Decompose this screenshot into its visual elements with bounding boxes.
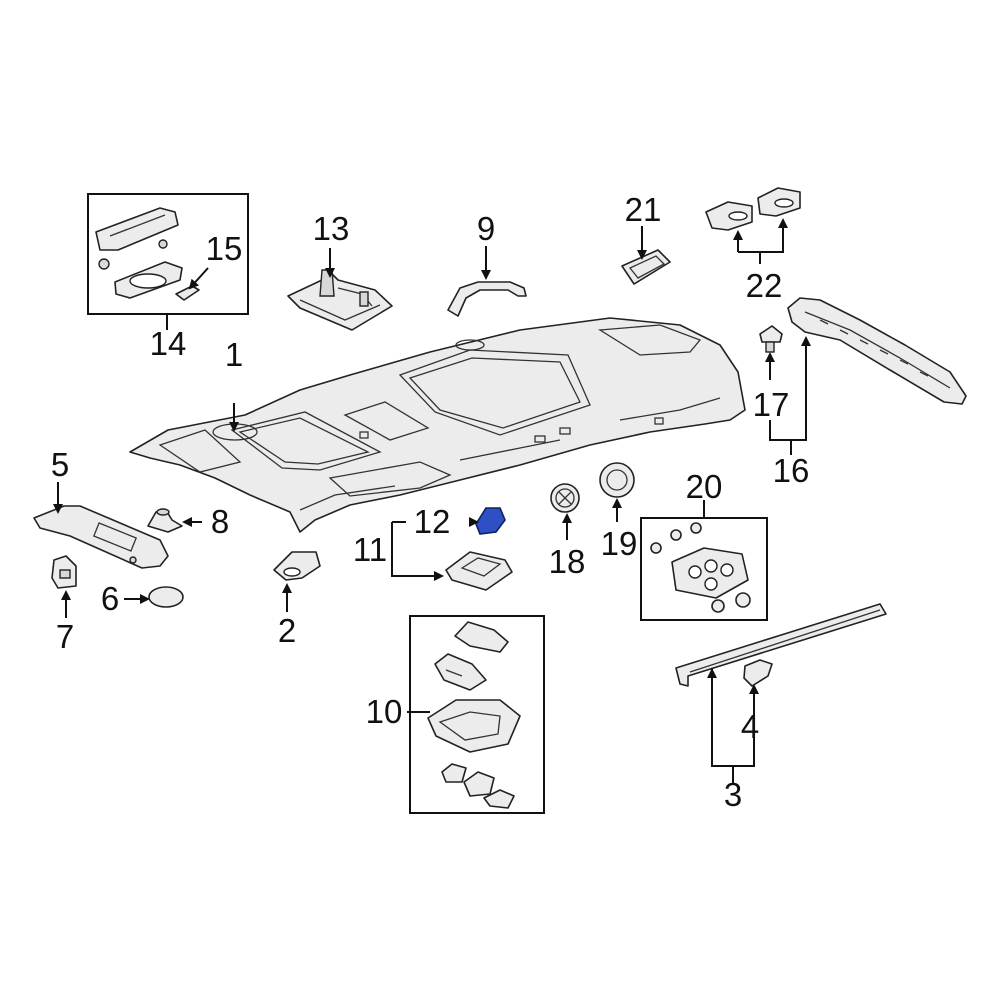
overhead-console-assembly-part[interactable] xyxy=(427,621,521,809)
side-rail-trim-part[interactable] xyxy=(787,297,967,405)
clip-4-part[interactable] xyxy=(743,659,773,687)
callout-3: 3 xyxy=(724,776,742,813)
plug-18-part[interactable] xyxy=(550,483,580,513)
grab-handle-assembly-part[interactable] xyxy=(95,207,183,299)
sun-visor-part[interactable] xyxy=(33,505,169,569)
map-lamp-assembly-part[interactable] xyxy=(650,522,751,613)
part-10-box xyxy=(409,615,545,814)
callout-18: 18 xyxy=(549,543,586,580)
visor-holder-cover-part[interactable] xyxy=(148,586,184,608)
callout-6: 6 xyxy=(101,580,119,617)
callout-1: 1 xyxy=(225,336,243,373)
callout-22: 22 xyxy=(746,267,783,304)
callout-8: 8 xyxy=(211,503,229,540)
lamp-base-part[interactable] xyxy=(445,551,513,591)
callout-12: 12 xyxy=(414,503,451,540)
leader-lines xyxy=(53,218,811,785)
bracket-21-part[interactable] xyxy=(621,249,671,285)
callout-10: 10 xyxy=(366,693,403,730)
headliner-part[interactable] xyxy=(129,317,746,533)
clip-17-part[interactable] xyxy=(759,325,783,353)
callout-5: 5 xyxy=(51,446,69,483)
overhead-console-base-part[interactable] xyxy=(287,269,393,331)
lens-cover-part[interactable] xyxy=(175,285,200,301)
callout-21: 21 xyxy=(625,191,662,228)
callout-9: 9 xyxy=(477,210,495,247)
callout-20: 20 xyxy=(686,468,723,505)
reading-lamps-part[interactable] xyxy=(705,187,801,231)
callout-11: 11 xyxy=(353,531,387,568)
grommet-19-part[interactable] xyxy=(599,462,635,498)
callout-2: 2 xyxy=(278,612,296,649)
callout-16: 16 xyxy=(773,452,810,489)
roof-side-rail-part[interactable] xyxy=(675,603,887,687)
callout-14: 14 xyxy=(150,325,187,362)
callout-15: 15 xyxy=(206,230,243,267)
visor-clip-part[interactable] xyxy=(51,555,77,589)
visor-holder-part[interactable] xyxy=(147,508,183,533)
clip-2-part[interactable] xyxy=(273,551,321,581)
callout-labels: 1 2 3 4 5 6 7 8 9 10 11 12 13 14 15 16 1… xyxy=(51,191,810,813)
callout-19: 19 xyxy=(601,525,638,562)
assist-grip-part[interactable] xyxy=(447,281,527,317)
lamp-lens-part-highlighted[interactable] xyxy=(475,507,506,535)
callout-7: 7 xyxy=(56,618,74,655)
callout-17: 17 xyxy=(753,386,790,423)
callout-4: 4 xyxy=(741,708,759,745)
callout-13: 13 xyxy=(313,210,350,247)
